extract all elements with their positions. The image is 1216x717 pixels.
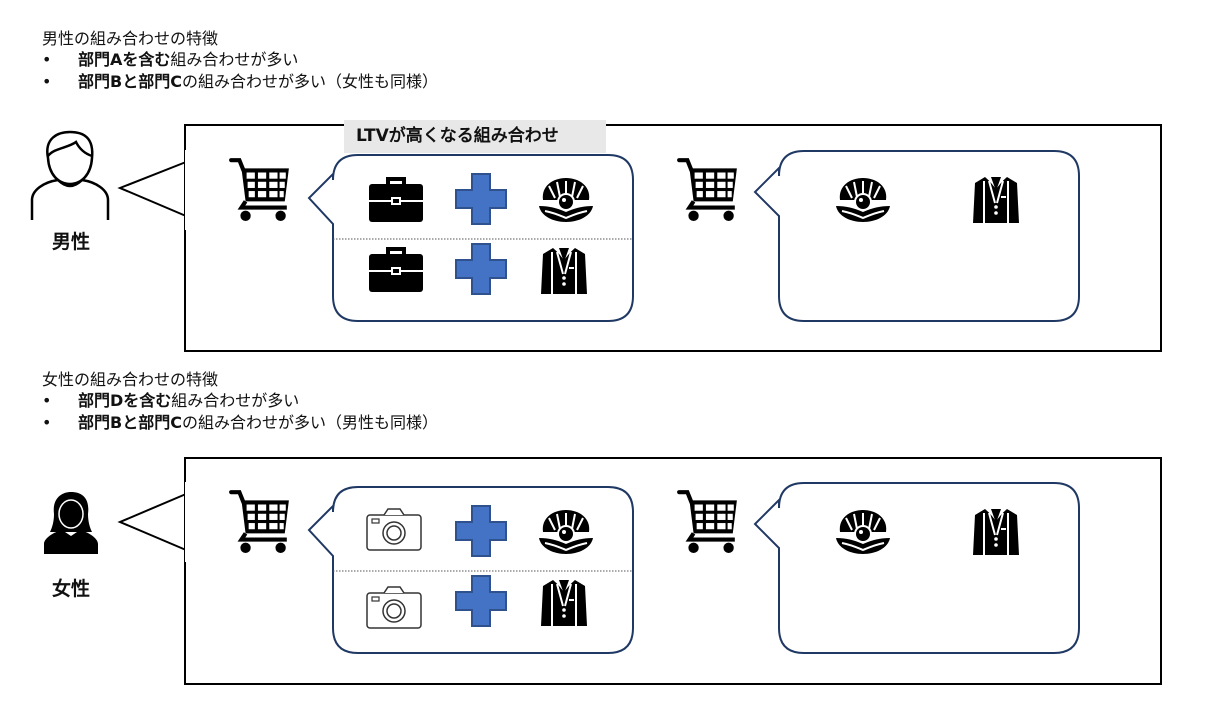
female-section-heading: 女性の組み合わせの特徴 xyxy=(42,370,219,389)
female-bullet-1-rest: 組み合わせが多い xyxy=(171,391,300,410)
bullet-dot: • xyxy=(42,72,52,91)
female-label: 女性 xyxy=(51,578,90,600)
briefcase-icon xyxy=(369,246,423,292)
camera-icon xyxy=(366,585,422,629)
male-callout-pointer xyxy=(117,150,191,230)
shopping-cart-icon xyxy=(677,488,739,554)
female-callout-pointer xyxy=(117,482,191,562)
shopping-cart-icon xyxy=(677,156,739,222)
suit-jacket-icon xyxy=(973,507,1019,555)
male-bullet-1-bold: 部門Aを含む xyxy=(78,50,171,69)
shopping-cart-icon xyxy=(229,156,291,222)
briefcase-icon xyxy=(369,176,423,222)
male-bullet-1: • 部門Aを含む組み合わせが多い xyxy=(42,49,542,71)
suit-jacket-icon xyxy=(541,578,587,626)
bullet-dot: • xyxy=(42,391,52,410)
male-bullet-1-rest: 組み合わせが多い xyxy=(170,50,299,69)
oyster-pearl-icon xyxy=(836,510,890,554)
female-bullet-1-bold: 部門Dを含む xyxy=(78,391,172,410)
female-dept-bubble xyxy=(753,482,1080,654)
oyster-pearl-icon xyxy=(836,178,890,222)
oyster-pearl-icon xyxy=(539,510,593,554)
female-bullet-2-rest: の組み合わせが多い（男性も同様） xyxy=(181,413,438,432)
plus-icon xyxy=(455,505,507,557)
bullet-dot: • xyxy=(42,413,52,432)
male-bullet-2: • 部門Bと部門Cの組み合わせが多い（女性も同様） xyxy=(42,71,562,93)
plus-icon xyxy=(455,575,507,627)
male-label: 男性 xyxy=(51,231,90,253)
suit-jacket-icon xyxy=(973,175,1019,223)
plus-icon xyxy=(455,173,507,225)
oyster-pearl-icon xyxy=(539,178,593,222)
male-dept-bubble xyxy=(753,150,1080,322)
man-outline-icon xyxy=(30,130,110,220)
ltv-tag: LTVが高くなる組み合わせ xyxy=(344,120,606,153)
woman-icon xyxy=(44,492,98,554)
female-bullet-1: • 部門Dを含む組み合わせが多い xyxy=(42,390,542,412)
male-section-heading: 男性の組み合わせの特徴 xyxy=(42,29,219,48)
shopping-cart-icon xyxy=(229,488,291,554)
camera-icon xyxy=(366,507,422,551)
female-bullet-2-bold: 部門Bと部門C xyxy=(78,413,182,432)
female-bullet-2: • 部門Bと部門Cの組み合わせが多い（男性も同様） xyxy=(42,412,562,434)
suit-jacket-icon xyxy=(541,246,587,294)
plus-icon xyxy=(455,243,507,295)
male-bullet-2-bold: 部門Bと部門C xyxy=(78,72,182,91)
male-bullet-2-rest: の組み合わせが多い（女性も同様） xyxy=(181,72,438,91)
bullet-dot: • xyxy=(42,50,52,69)
